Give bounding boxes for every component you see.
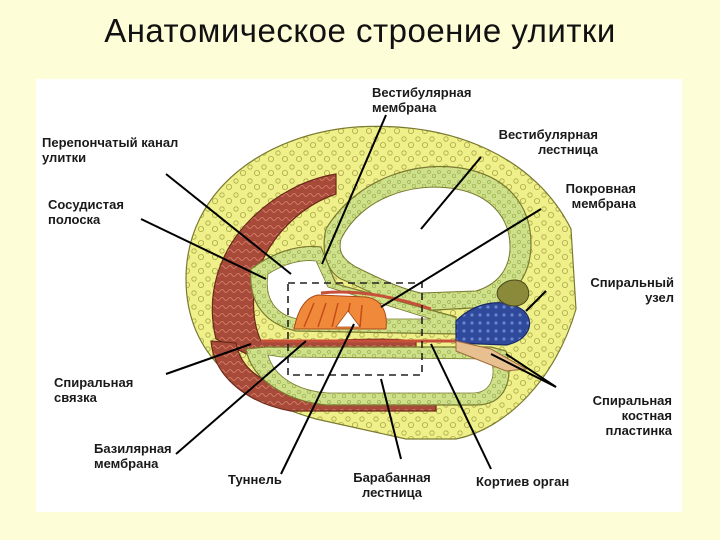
label-scala-vestibuli: Вестибулярная лестница — [498, 127, 598, 157]
label-osseous-lamina: Спиральная костная пластинка — [592, 393, 672, 438]
arrow-vestibular-membrane — [321, 114, 387, 265]
arrow-cochlear-duct — [165, 173, 292, 275]
label-basilar-membrane: Базилярная мембрана — [94, 441, 172, 471]
arrow-spiral-ganglion — [525, 290, 547, 312]
arrow-spiral-ligament — [165, 343, 252, 375]
label-stria-vascularis: Сосудистая полоска — [48, 197, 124, 227]
tectorial-membrane-shape — [320, 290, 432, 311]
arrow-osseous-lamina-1 — [490, 353, 557, 388]
arrow-organ-of-corti — [430, 343, 492, 470]
arrow-basilar-membrane — [175, 340, 307, 455]
cochlea-illustration — [140, 114, 577, 475]
label-spiral-ganglion: Спиральный узел — [590, 275, 674, 305]
leader-lines — [140, 114, 557, 475]
arrow-scala-tympani — [380, 378, 402, 460]
label-organ-of-corti: Кортиев орган — [476, 474, 570, 489]
arrow-tunnel — [280, 323, 355, 475]
label-cochlear-duct: Перепончатый канал улитки — [42, 135, 179, 165]
organ-of-corti — [293, 290, 432, 330]
label-tectorial-membrane: Покровная мембрана — [565, 181, 636, 211]
arrow-stria-vascularis — [140, 218, 267, 280]
scala-vestibuli-wall — [323, 165, 532, 312]
ganglion-nucleus — [496, 279, 530, 307]
arrow-scala-vestibuli — [420, 156, 482, 230]
label-spiral-ligament: Спиральная связка — [54, 375, 134, 405]
slide-title: Анатомическое строение улитки — [104, 12, 616, 49]
label-tunnel: Туннель — [228, 472, 282, 487]
arrow-osseous-lamina-2 — [505, 353, 557, 388]
label-vestibular-membrane: Вестибулярная мембрана — [372, 85, 472, 115]
dashed-highlight-box — [287, 282, 423, 376]
cochlea-diagram: Вестибулярная мембрана Перепончатый кана… — [36, 79, 682, 512]
arrow-tectorial-membrane — [380, 208, 542, 308]
label-scala-tympani: Барабанная лестница — [353, 470, 431, 500]
tunnel-space — [335, 310, 361, 328]
